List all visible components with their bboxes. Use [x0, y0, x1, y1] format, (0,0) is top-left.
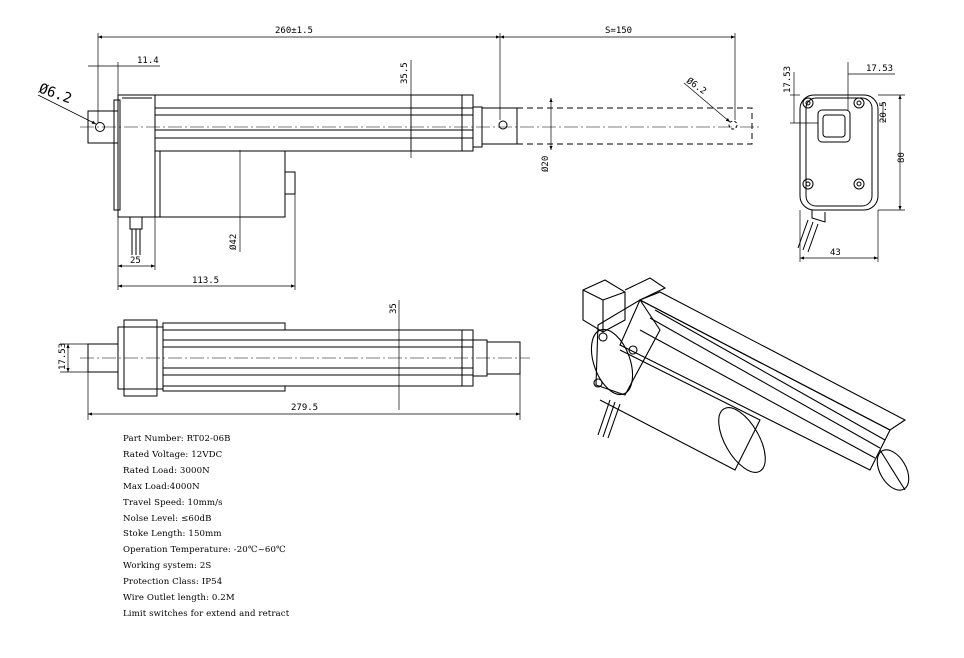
isometric-view [582, 277, 910, 491]
spec-operation-temperature: Operation Temperature: -20℃~60℃ [123, 545, 286, 556]
spec-limit-switches: Limit switches for extend and retract [123, 608, 290, 619]
dim-end-width: 43 [830, 248, 841, 258]
spec-stroke-length: Stoke Length: 150mm [123, 529, 222, 540]
dim-overall-length: 260±1.5 [275, 26, 313, 36]
spec-list: Part Number: RT02-06B Rated Voltage: 12V… [123, 432, 289, 623]
spec-working-system: Working system: 2S [123, 561, 212, 572]
dim-tube-height: 35.5 [400, 62, 410, 84]
dim-clevis-offset: 11.4 [137, 56, 159, 66]
dim-end-offset-left: 17.53 [783, 66, 793, 93]
spec-part-number: Part Number: RT02-06B [123, 434, 231, 444]
spec-wire-outlet-length: Wire Outlet length: 0.2M [123, 593, 235, 604]
dim-end-height: 80 [897, 152, 907, 163]
spec-rated-load: Rated Load: 3000N [123, 465, 210, 476]
dim-stroke: S=150 [605, 26, 632, 36]
dim-rod-diameter: Ø20 [540, 156, 551, 172]
spec-max-load: Max Load:4000N [123, 481, 200, 492]
dim-end-offset-top: 17.53 [866, 64, 893, 74]
spec-travel-speed: Travel Speed: 10mm/s [123, 497, 223, 508]
end-view [797, 94, 879, 253]
dim-rear-clevis-height: 17.53 [58, 343, 68, 370]
dim-motor-diameter: Ø42 [228, 234, 239, 250]
dim-end-hole-spacing: 20.5 [879, 101, 889, 123]
spec-protection-class: Protection Class: IP54 [123, 577, 223, 588]
spec-noise-level: Nolse Level: ≤60dB [123, 513, 212, 524]
spec-rated-voltage: Rated Voltage: 12VDC [123, 449, 223, 460]
dim-gearbox-width: 25 [130, 256, 141, 266]
dim-motor-length: 113.5 [192, 276, 219, 286]
dim-top-height: 35 [389, 303, 399, 314]
side-view [80, 60, 760, 255]
top-view [80, 319, 530, 397]
dim-total-length: 279.5 [291, 403, 318, 413]
